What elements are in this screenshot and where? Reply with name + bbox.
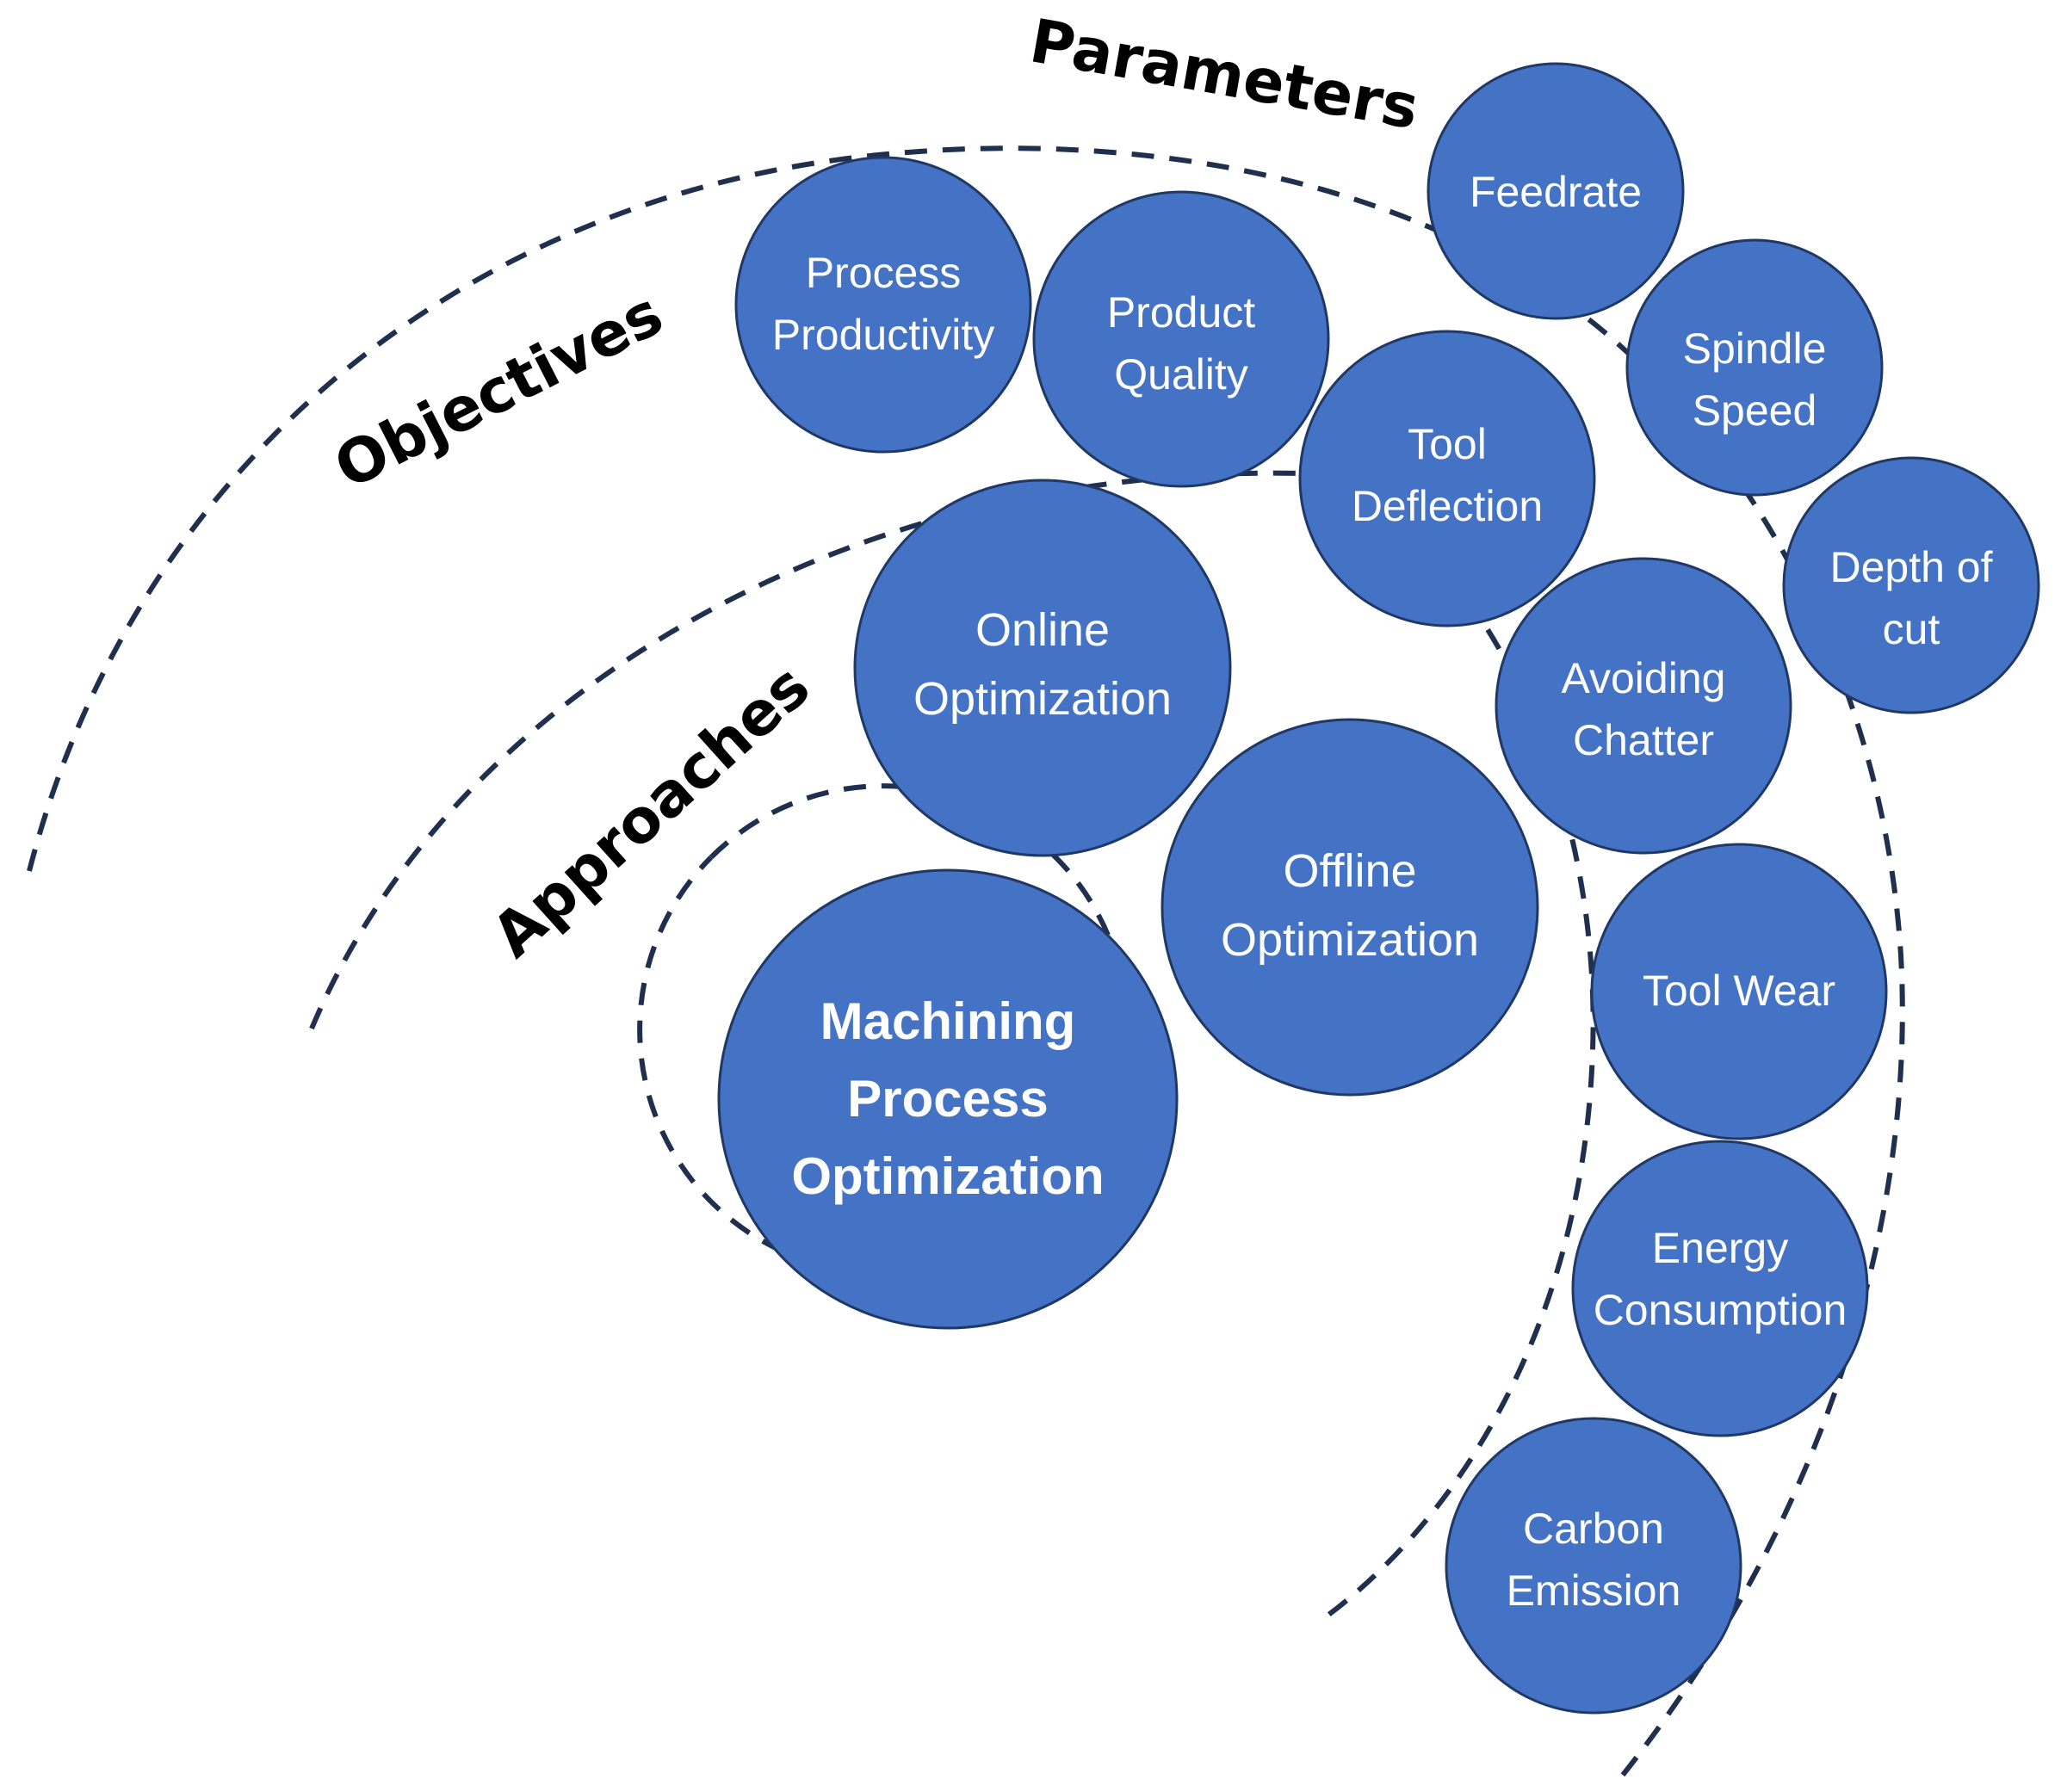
- approach-online-line-2: Optimization: [913, 673, 1172, 725]
- parameter-feedrate-line-1: Feedrate: [1470, 168, 1642, 216]
- parameter-node-spindle-speed: Spindle Speed: [1625, 238, 1884, 497]
- center-node-circle: [717, 868, 1179, 1330]
- objective-energy-consumption-line-2: Consumption: [1594, 1286, 1847, 1334]
- objective-node-product-quality: Product Quality: [1032, 190, 1330, 488]
- objective-product-quality-line-1: Product: [1107, 288, 1255, 337]
- parameter-spindle-speed-line-2: Speed: [1693, 386, 1817, 435]
- objective-process-productivity-line-1: Process: [806, 249, 962, 297]
- parameter-node-feedrate: Feedrate: [1427, 62, 1685, 320]
- ring-label-parameters: Parameters: [1025, 5, 1424, 143]
- objective-node-tool-wear-circle: [1590, 843, 1888, 1140]
- objective-node-energy-consumption: Energy Consumption: [1571, 1140, 1869, 1437]
- approach-node-online: Online Optimization: [853, 479, 1232, 857]
- objective-tool-wear-line-1: Tool Wear: [1643, 967, 1835, 1015]
- objective-node-tool-deflection-circle: [1298, 330, 1596, 627]
- objective-tool-deflection-line-1: Tool: [1408, 420, 1487, 468]
- objective-node-energy-consumption-circle: [1571, 1140, 1869, 1437]
- approach-node-offline: Offline Optimization: [1160, 718, 1539, 1097]
- parameter-node-depth-of-cut-circle: [1782, 456, 2040, 714]
- parameter-node-spindle-speed-circle: [1625, 238, 1884, 497]
- objective-node-tool-wear: Tool Wear: [1590, 843, 1888, 1140]
- objective-node-avoiding-chatter: Avoiding Chatter: [1495, 557, 1792, 855]
- objective-node-carbon-emission: Carbon Emission: [1445, 1417, 1742, 1715]
- objective-process-productivity-line-2: Productivity: [772, 311, 994, 359]
- parameter-node-feedrate-circle: [1427, 62, 1685, 320]
- objective-node-process-productivity-circle: [734, 156, 1032, 454]
- parameter-depth-of-cut-line-2: cut: [1883, 605, 1940, 653]
- parameter-depth-of-cut-line-1: Depth of: [1829, 543, 1992, 591]
- center-line-2: Process: [847, 1070, 1049, 1128]
- ring-label-objectives: Objectives: [324, 278, 674, 503]
- objective-avoiding-chatter-line-1: Avoiding: [1562, 654, 1726, 702]
- objective-tool-deflection-line-2: Deflection: [1352, 482, 1543, 530]
- objective-node-carbon-emission-circle: [1445, 1417, 1742, 1715]
- center-line-3: Optimization: [791, 1147, 1104, 1205]
- parameter-spindle-speed-line-1: Spindle: [1683, 324, 1827, 373]
- approach-offline-line-2: Optimization: [1221, 914, 1479, 966]
- approach-offline-line-1: Offline: [1283, 845, 1416, 897]
- objective-product-quality-line-2: Quality: [1114, 350, 1248, 399]
- approaches-arc: [309, 470, 1327, 1030]
- approach-node-offline-circle: [1160, 718, 1539, 1097]
- objective-node-avoiding-chatter-circle: [1495, 557, 1792, 855]
- objective-carbon-emission-line-1: Carbon: [1523, 1505, 1664, 1553]
- objective-node-tool-deflection: Tool Deflection: [1298, 330, 1596, 627]
- objective-energy-consumption-line-1: Energy: [1652, 1224, 1788, 1272]
- objective-carbon-emission-line-2: Emission: [1507, 1566, 1681, 1615]
- objective-node-process-productivity: Process Productivity: [734, 156, 1032, 454]
- center-line-1: Machining: [820, 992, 1076, 1050]
- approach-node-online-circle: [853, 479, 1232, 857]
- center-node: Machining Process Optimization: [717, 868, 1179, 1330]
- objective-node-product-quality-circle: [1032, 190, 1330, 488]
- objective-avoiding-chatter-line-2: Chatter: [1573, 716, 1714, 764]
- approach-online-line-1: Online: [975, 604, 1110, 656]
- parameter-node-depth-of-cut: Depth of cut: [1782, 456, 2040, 714]
